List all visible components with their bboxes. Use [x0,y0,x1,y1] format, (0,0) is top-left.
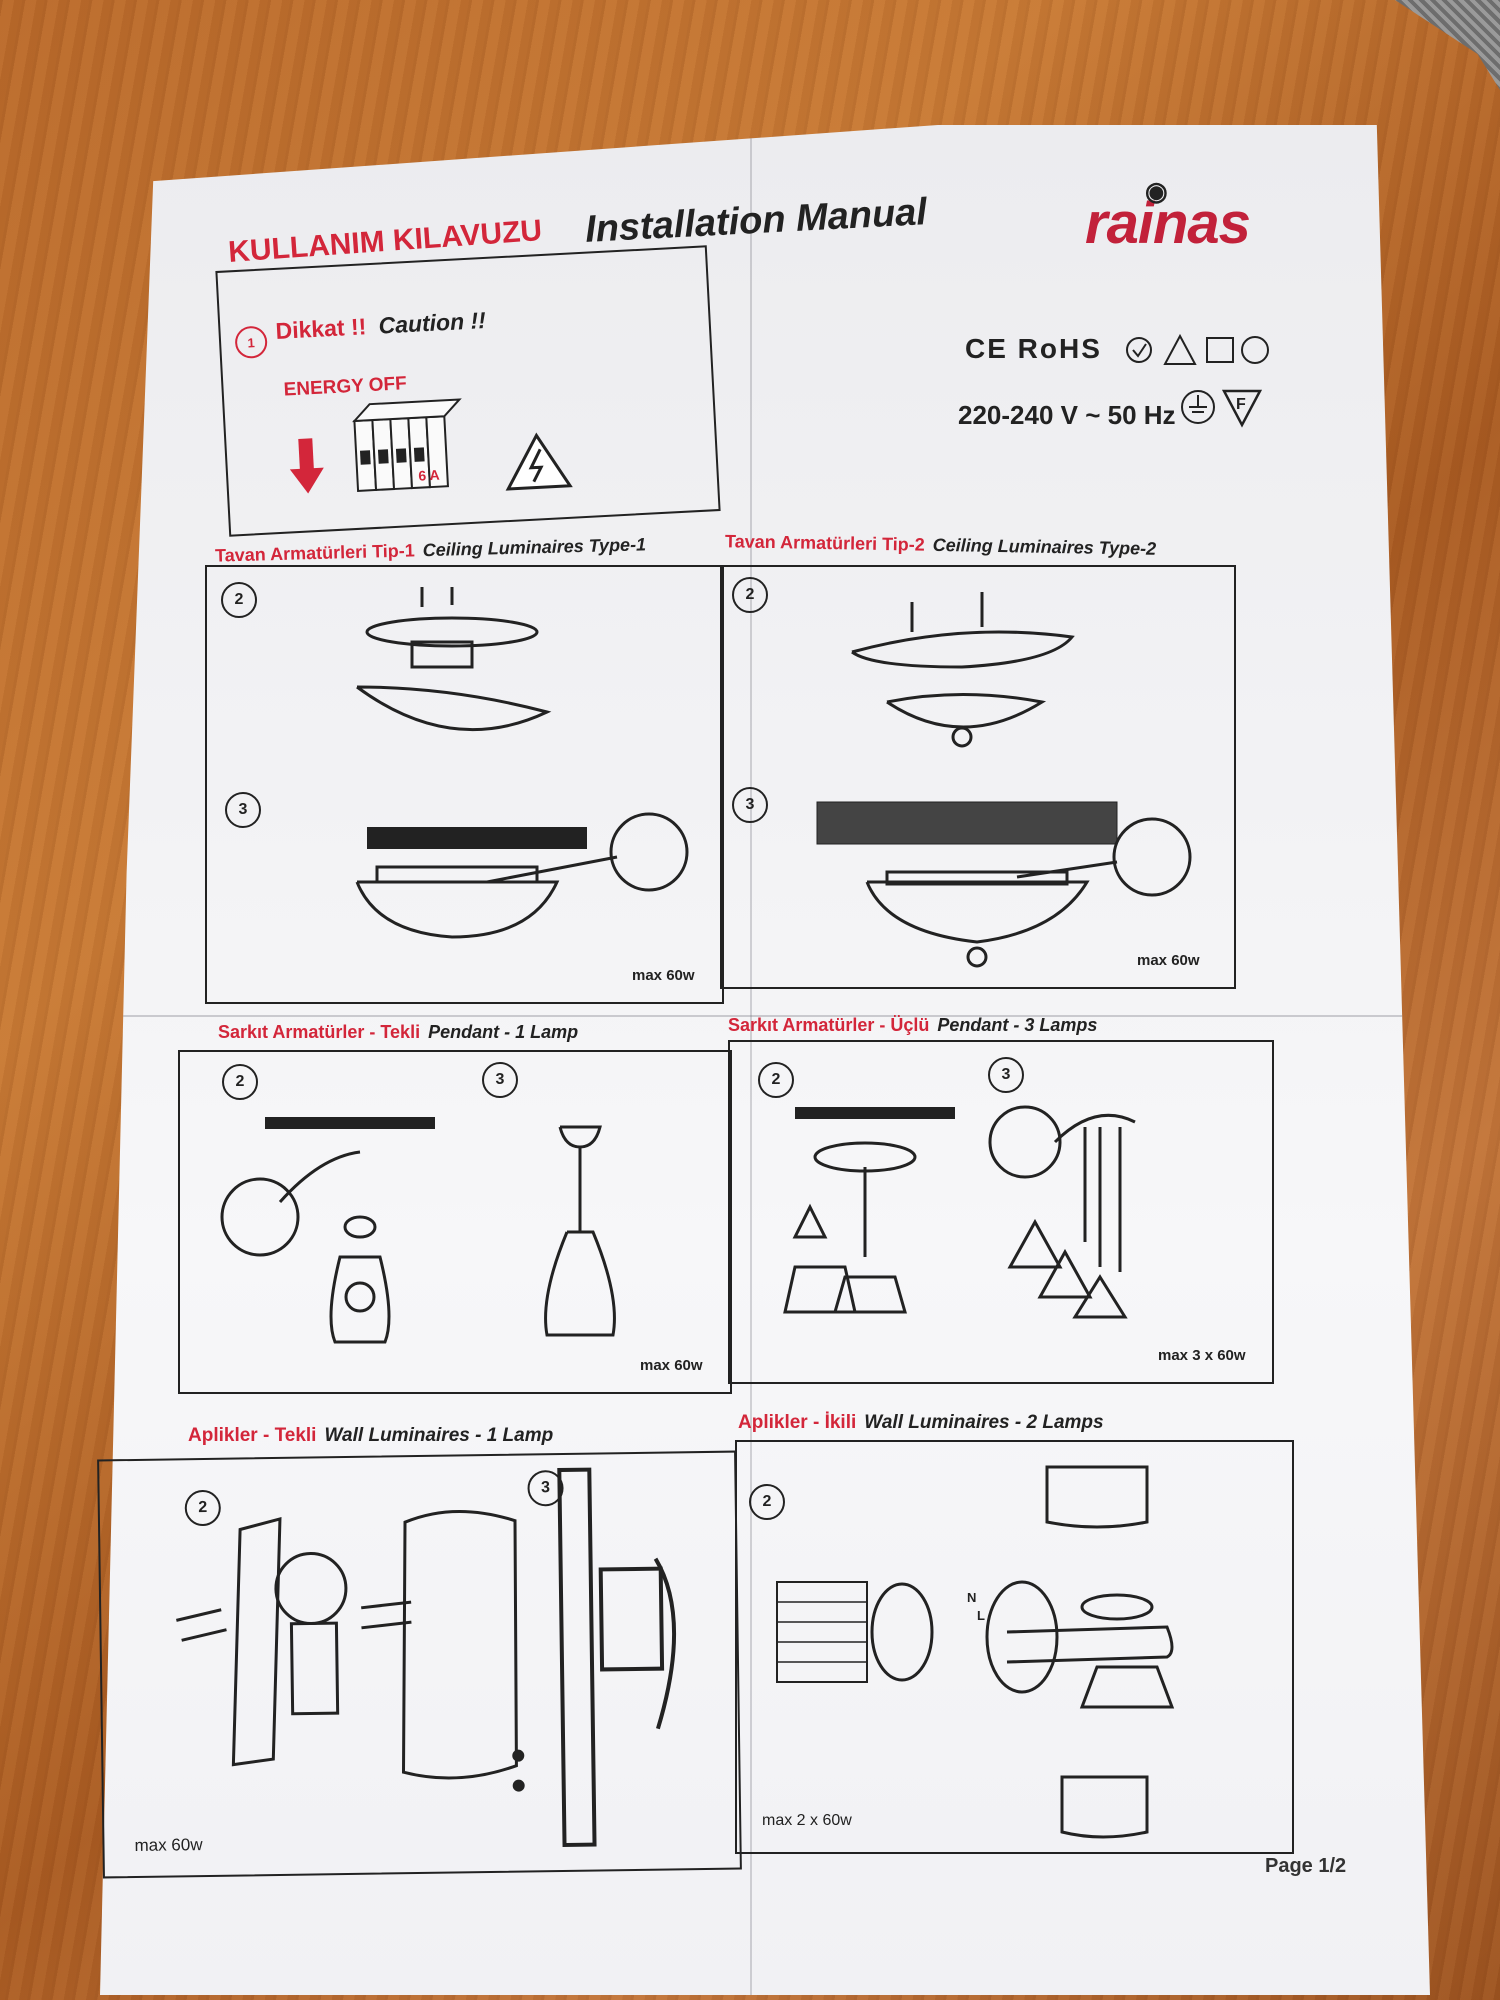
step-number: 3 [482,1062,518,1098]
ceiling-type2-box: 2 3 max 60w [720,565,1236,989]
pendant-3-box: 2 3 max 3 x 60w [728,1040,1274,1384]
breaker-rating: 6 A [417,466,441,484]
ground-and-class-icons: F [1181,389,1263,428]
step-number: 2 [758,1062,794,1098]
label-tr: Aplikler - Tekli [188,1425,317,1446]
pendant-assembled-icon [544,1125,616,1337]
step-number: 2 [222,1064,258,1100]
neutral-label: N [967,1590,976,1605]
live-label: L [977,1608,985,1623]
page-number: Page 1/2 [1265,1855,1347,1877]
label-wall-1: Aplikler - Tekli Wall Luminaires - 1 Lamp [188,1425,553,1447]
eye-icon: ◉ [1145,176,1168,206]
ceiling-fixture-exploded-icon [356,587,552,732]
wall-lamp-side-icon [557,1467,677,1848]
caution-box: 1 Dikkat !! Caution !! ENERGY OFF 6 A [215,245,721,537]
step-number: 2 [749,1484,785,1520]
label-en: Wall Luminaires - 2 Lamps [864,1412,1104,1433]
label-tr: Sarkıt Armatürler - Tekli [218,1022,421,1042]
voltage-rating: 220-240 V ~ 50 Hz [958,400,1176,430]
wall-lamp-2-assembled-icon [1006,1465,1175,1839]
ceiling-fixture-mounted-icon [816,801,1192,968]
label-en: Wall Luminaires - 1 Lamp [324,1425,554,1446]
pendant-exploded-icon [220,1117,435,1344]
energy-off-label: ENERGY OFF [283,373,408,401]
label-tr: Aplikler - İkili [738,1412,857,1433]
ceiling-fixture-mounted-icon [355,812,689,939]
ceiling-type1-box: 2 3 max 60w [205,565,724,1004]
step-number: 3 [988,1057,1024,1093]
label-en: Ceiling Luminaires Type-2 [932,534,1157,559]
pendant-3-assembled-icon [988,1105,1136,1319]
down-arrow-icon [289,438,324,494]
max-wattage: max 60w [640,1357,703,1374]
max-wattage: max 60w [1137,952,1200,969]
caution-heading: Dikkat !! Caution !! [275,307,487,345]
fold-line-horizontal [100,1015,1430,1017]
step-number: 3 [225,792,261,828]
max-wattage: max 3 x 60w [1158,1347,1246,1364]
wall-shade-icon [401,1509,525,1792]
pendant-3-exploded-icon [783,1107,955,1314]
svg-text:F: F [1236,396,1246,413]
step-number: 1 [234,325,268,360]
label-wall-2: Aplikler - İkili Wall Luminaires - 2 Lamp… [738,1412,1104,1434]
max-wattage: max 60w [632,967,695,984]
compliance-icons [1126,333,1269,365]
step-number: 2 [221,582,257,618]
max-wattage: max 2 x 60w [762,1812,852,1829]
certification-marks: CE RoHS [965,333,1102,364]
label-tr: Tavan Armatürleri Tip-2 [724,531,925,555]
brand-name: rainas [1085,191,1251,256]
brand-logo: ◉ rainas [1085,176,1251,257]
label-en: Pendant - 3 Lamps [937,1015,1098,1035]
label-pendant-3: Sarkıt Armatürler - Üçlü Pendant - 3 Lamp… [728,1015,1097,1036]
manual-sheet [100,125,1430,1995]
circuit-breaker-icon [352,398,462,492]
wall-lamp-exploded-icon [176,1516,412,1767]
label-tr: Tavan Armatürleri Tip-1 [214,540,415,566]
warning-turkish: Dikkat !! [274,313,367,344]
label-en: Pendant - 1 Lamp [428,1022,579,1042]
ceiling-fixture-exploded-icon [851,592,1075,748]
wall-1-box: 2 3 max 60w [97,1450,742,1879]
pendant-1-box: 2 3 max 60w [178,1050,732,1394]
label-tr: Sarkıt Armatürler - Üçlü [728,1015,930,1035]
step-number: 3 [732,787,768,823]
electric-hazard-icon [505,432,573,491]
label-pendant-1: Sarkıt Armatürler - Tekli Pendant - 1 Lam… [218,1022,578,1043]
fold-line-vertical [750,125,752,1995]
warning-english: Caution !! [377,306,487,339]
wall-2-box: 2 N L max 2 x 60w [735,1440,1294,1854]
step-number: 2 [732,577,768,613]
max-wattage: max 60w [134,1835,203,1855]
wall-bracket-icon: N L [776,1580,1059,1694]
